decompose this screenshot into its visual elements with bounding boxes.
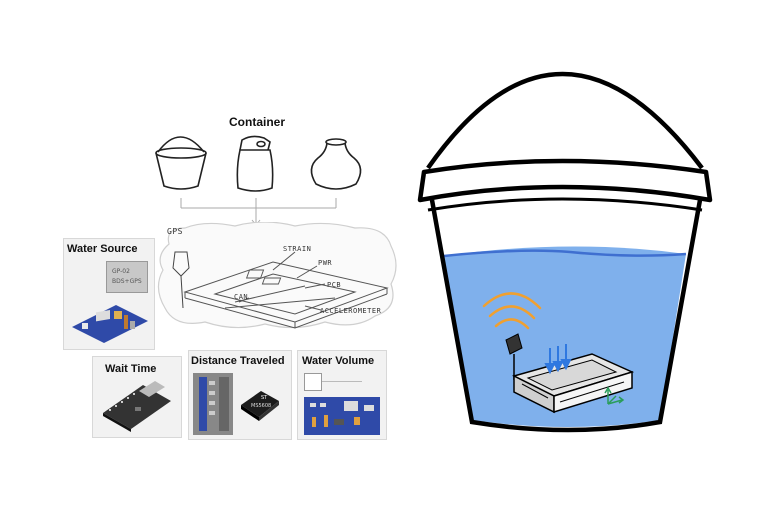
gps-module-chip: GP-02 BDS+GPS: [106, 261, 148, 293]
svg-text:ST: ST: [261, 395, 268, 401]
sketch-label-pwr: PWR: [318, 259, 333, 267]
gps-antenna-icon: [172, 251, 190, 309]
distance-traveled-panel: Distance Traveled ST MS5608: [188, 350, 292, 440]
container-sketches: [155, 135, 362, 226]
water-volume-title: Water Volume: [302, 355, 375, 367]
bucket-body: [429, 199, 703, 433]
pressure-chip-text: MS5608: [251, 403, 272, 409]
bucket-handle: [426, 71, 704, 170]
device-sketch: [157, 222, 397, 329]
sketch-label-accelerometer: ACCELEROMETER: [320, 307, 382, 315]
water-source-title: Water Source: [67, 243, 138, 255]
sketch-label-gps: GPS: [167, 227, 183, 236]
gps-chip-line1: GP-02: [112, 268, 130, 275]
bucket-illustration: [417, 71, 713, 433]
water-source-panel: Water Source GP-02 BDS+GPS: [63, 238, 155, 350]
board-sketch: [183, 251, 389, 329]
pressure-arrows-icon: [544, 344, 572, 375]
water-source-board-render: [72, 305, 148, 343]
sketch-label-pcb: PCB: [327, 281, 342, 289]
water-volume-panel: Water Volume: [297, 350, 387, 440]
wait-time-panel: Wait Time: [92, 356, 182, 438]
axes-icon: [604, 386, 625, 405]
pressure-sensor-chip: ST: [241, 391, 279, 421]
strain-gauge-square: [304, 373, 322, 391]
jerry-can-icon: [236, 135, 274, 192]
water-volume-board-render: [304, 397, 380, 435]
gps-chip-line2: BDS+GPS: [112, 278, 142, 285]
sketch-label-can: CAN: [234, 293, 249, 301]
signal-icon: [482, 292, 542, 330]
container-connector: [180, 198, 337, 226]
clay-pot-icon: [310, 138, 362, 190]
distance-board-render: [193, 373, 233, 435]
distance-traveled-title: Distance Traveled: [191, 355, 285, 367]
container-title: Container: [229, 115, 286, 129]
wait-time-title: Wait Time: [105, 363, 157, 375]
esp32-board-render: [103, 381, 171, 432]
bucket-rim: [417, 158, 713, 203]
water-surface: [443, 249, 687, 258]
strain-gauge-wire: [322, 381, 362, 382]
small-bucket-icon: [155, 136, 207, 190]
sketch-label-strain: STRAIN: [283, 245, 312, 253]
